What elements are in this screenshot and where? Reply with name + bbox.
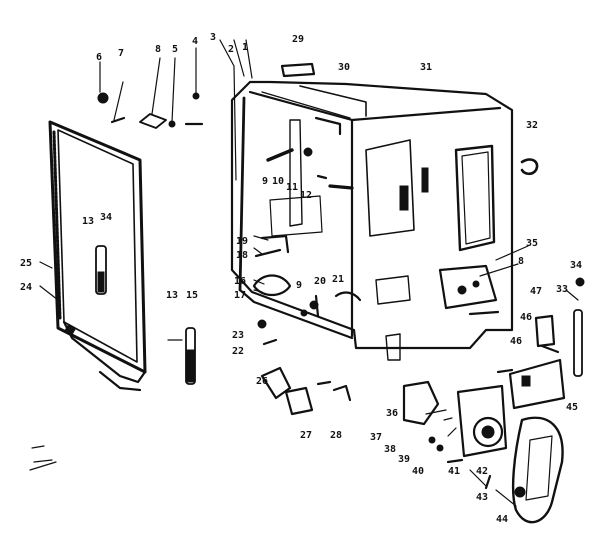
callout-label: 10 (272, 176, 284, 187)
callout-label: 42 (476, 466, 488, 477)
callout-label: 45 (566, 402, 578, 413)
callout-label: 39 (398, 454, 410, 465)
callout-label: 9 (296, 280, 302, 291)
callout-label: 18 (236, 250, 248, 261)
callout-label: 24 (20, 282, 32, 293)
callout-label: 8 (518, 256, 524, 267)
callout-label: 7 (118, 48, 124, 59)
door-panel (48, 120, 147, 392)
callout-label: 30 (338, 62, 350, 73)
callout-label: 1 (242, 42, 248, 53)
callout-label: 41 (448, 466, 460, 477)
callout-label: 33 (556, 284, 568, 295)
callout-label: 40 (412, 466, 424, 477)
callout-label: 22 (232, 346, 244, 357)
callout-label: 9 (262, 176, 268, 187)
door-hinge-parts (97, 47, 204, 129)
callout-label: 38 (384, 444, 396, 455)
callout-label: 4 (192, 36, 198, 47)
callout-label: 13 (166, 290, 178, 301)
callout-label: 23 (232, 330, 244, 341)
callout-label: 2 (228, 44, 234, 55)
callout-label: 16 (234, 276, 246, 287)
callout-label: 28 (330, 430, 342, 441)
lower-small-parts (167, 319, 352, 416)
stray-mark (33, 459, 53, 463)
callout-label: 5 (172, 44, 178, 55)
callout-label: 47 (530, 286, 542, 297)
callout-label: 11 (286, 182, 298, 193)
callout-label: 6 (96, 52, 102, 63)
callout-label: 27 (300, 430, 312, 441)
right-assemblies (402, 158, 585, 524)
callout-label: 35 (526, 238, 538, 249)
callout-label: 12 (300, 190, 312, 201)
callout-label: 46 (510, 336, 522, 347)
callout-label: 31 (420, 62, 432, 73)
callout-label: 43 (476, 492, 488, 503)
callout-label: 21 (332, 274, 344, 285)
tub-side-parts (254, 62, 354, 258)
callout-label: 25 (20, 258, 32, 269)
callout-label: 19 (236, 236, 248, 247)
tub-cabinet (230, 80, 514, 361)
callout-label: 34 (570, 260, 582, 271)
leader-lines (29, 39, 579, 507)
callout-label: 32 (526, 120, 538, 131)
callout-label: 36 (386, 408, 398, 419)
callout-label: 20 (314, 276, 326, 287)
callout-label: 17 (234, 290, 246, 301)
callout-label: 3 (210, 32, 216, 43)
callout-label: 44 (496, 514, 508, 525)
callout-label: 15 (186, 290, 198, 301)
callout-label: 29 (292, 34, 304, 45)
callout-labels: 29 30 31 3 2 1 6 7 8 5 4 32 9 10 11 12 1… (20, 32, 582, 525)
callout-label: 34 (100, 212, 112, 223)
callout-label: 13 (82, 216, 94, 227)
callout-label: 46 (520, 312, 532, 323)
callout-label: 37 (370, 432, 382, 443)
callout-label: 8 (155, 44, 161, 55)
callout-label: 26 (256, 376, 268, 387)
